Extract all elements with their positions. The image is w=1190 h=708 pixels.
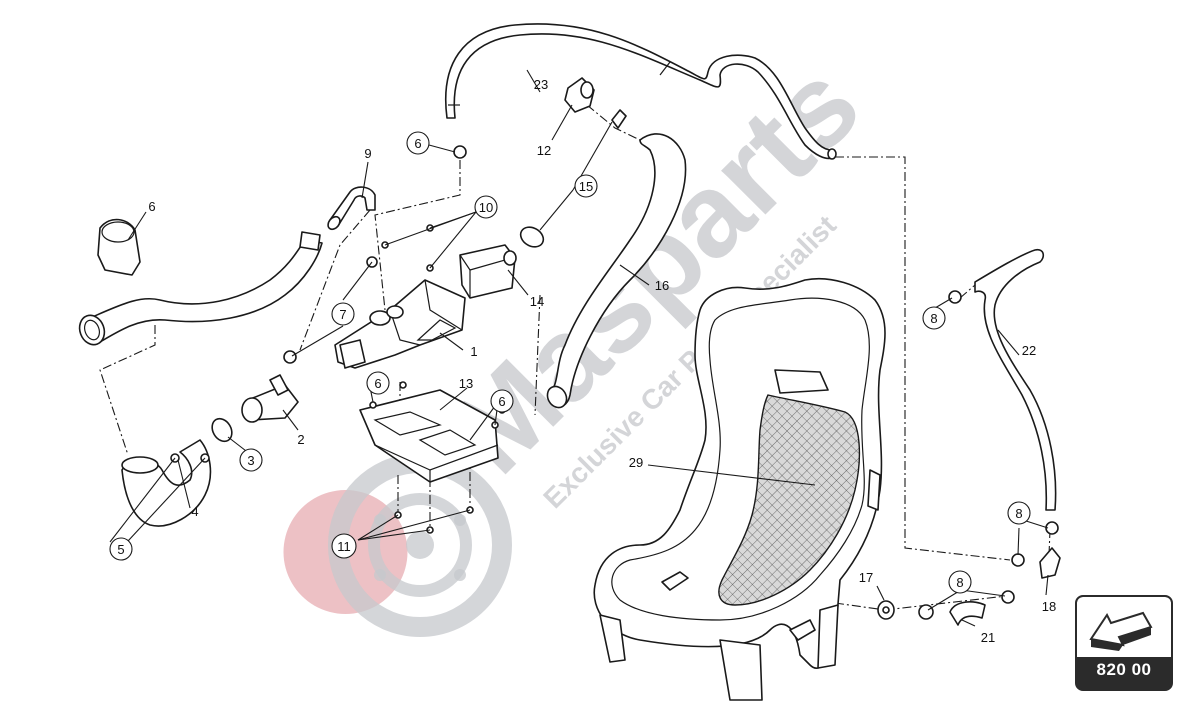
part-22-elbow bbox=[949, 601, 986, 626]
svg-text:7: 7 bbox=[339, 307, 346, 322]
svg-text:22: 22 bbox=[1022, 343, 1036, 358]
svg-text:6: 6 bbox=[148, 199, 155, 214]
watermark-brake-disc-logo bbox=[283, 453, 512, 637]
svg-text:2: 2 bbox=[297, 432, 304, 447]
svg-text:16: 16 bbox=[655, 278, 669, 293]
part-3-clamp bbox=[211, 417, 233, 443]
callout-13: 13 bbox=[459, 376, 473, 391]
svg-text:6: 6 bbox=[414, 136, 421, 151]
callout-29: 29 bbox=[629, 455, 643, 470]
callout-18: 23 bbox=[534, 77, 548, 92]
part-18-upper-duct bbox=[445, 23, 837, 160]
part-9-elbow-hose bbox=[327, 186, 376, 231]
svg-text:15: 15 bbox=[579, 179, 593, 194]
part-2-adapter bbox=[241, 374, 299, 423]
svg-text:4: 4 bbox=[191, 504, 198, 519]
callout-7: 6 bbox=[148, 199, 155, 214]
svg-text:12: 12 bbox=[537, 143, 551, 158]
callout-16: 16 bbox=[655, 278, 669, 293]
callout-9: 9 bbox=[364, 146, 371, 161]
part-1-main-housing bbox=[334, 279, 466, 369]
part-13-mounting-plate bbox=[359, 389, 499, 483]
callout-15: 15 bbox=[574, 174, 598, 198]
callout-8-mid: 7 bbox=[331, 302, 355, 326]
svg-text:6: 6 bbox=[498, 394, 505, 409]
part-21-tee-fitting bbox=[1039, 547, 1061, 579]
svg-text:8: 8 bbox=[956, 575, 963, 590]
callout-8-right-low: 8 bbox=[948, 570, 972, 594]
direction-arrow-icon bbox=[1089, 611, 1153, 651]
callout-11: 11 bbox=[331, 533, 357, 559]
callouts: 23 12 6 9 10 15 6 7 14 16 bbox=[109, 77, 1056, 645]
callout-12: 12 bbox=[537, 143, 551, 158]
diagram-reference-badge: 820 00 bbox=[1075, 595, 1173, 691]
callout-17: 17 bbox=[859, 570, 873, 585]
callout-21: 18 bbox=[1042, 599, 1056, 614]
svg-text:11: 11 bbox=[337, 539, 351, 554]
part-12-fitting bbox=[564, 77, 595, 113]
svg-text:14: 14 bbox=[530, 294, 544, 309]
part-23-tube bbox=[974, 248, 1057, 511]
svg-text:3: 3 bbox=[247, 453, 254, 468]
svg-text:5: 5 bbox=[117, 542, 124, 557]
callout-6-left: 6 bbox=[366, 371, 390, 395]
part-16-curved-duct bbox=[546, 133, 687, 409]
svg-text:10: 10 bbox=[479, 200, 493, 215]
callout-8-right-mid: 8 bbox=[1007, 501, 1031, 525]
fasteners bbox=[283, 145, 1059, 620]
callout-10: 10 bbox=[474, 195, 498, 219]
svg-text:18: 18 bbox=[1042, 599, 1056, 614]
reference-code: 820 00 bbox=[1096, 660, 1152, 679]
part-29-racing-seat bbox=[593, 277, 886, 701]
svg-text:21: 21 bbox=[981, 630, 995, 645]
svg-text:8: 8 bbox=[1015, 506, 1022, 521]
callout-3: 3 bbox=[239, 448, 263, 472]
callout-8-top: 6 bbox=[406, 131, 430, 155]
callout-4: 4 bbox=[191, 504, 198, 519]
callout-23: 22 bbox=[1022, 343, 1036, 358]
part-7-intake-scoop bbox=[97, 218, 141, 276]
part-14-bracket-box bbox=[459, 244, 517, 299]
callout-6-right: 6 bbox=[490, 389, 514, 413]
svg-text:23: 23 bbox=[534, 77, 548, 92]
part-4-lower-elbow bbox=[121, 439, 212, 527]
callout-8-right-top: 8 bbox=[922, 306, 946, 330]
svg-text:9: 9 bbox=[364, 146, 371, 161]
svg-text:8: 8 bbox=[930, 311, 937, 326]
part-17-grommet bbox=[877, 600, 895, 620]
callout-2: 2 bbox=[297, 432, 304, 447]
assembly-lines bbox=[99, 104, 1051, 611]
leader-lines bbox=[109, 69, 1049, 627]
left-main-duct bbox=[78, 231, 323, 346]
svg-text:6: 6 bbox=[374, 376, 381, 391]
callout-14: 14 bbox=[530, 294, 544, 309]
svg-text:17: 17 bbox=[859, 570, 873, 585]
callout-22: 21 bbox=[981, 630, 995, 645]
part-15-clamps bbox=[519, 109, 627, 248]
callout-1: 1 bbox=[470, 344, 477, 359]
svg-text:1: 1 bbox=[470, 344, 477, 359]
svg-text:13: 13 bbox=[459, 376, 473, 391]
callout-5: 5 bbox=[109, 537, 133, 561]
svg-text:29: 29 bbox=[629, 455, 643, 470]
